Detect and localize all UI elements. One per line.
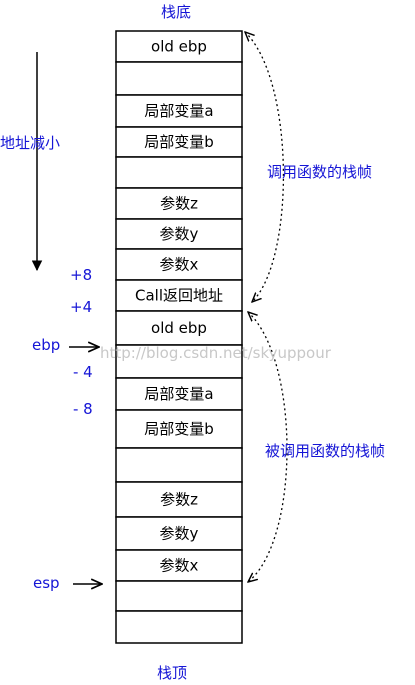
stack-cell-label: 参数z [160,491,198,509]
direction-label: 地址减小 [0,134,60,152]
caller-frame-bracket [245,32,285,302]
stack-cell [115,30,243,63]
stack-cell [115,310,243,346]
stack-cell-label: old ebp [151,38,207,56]
offset-minus4: - 4 [73,363,93,381]
esp-label: esp [33,574,60,592]
stack-cell-label: old ebp [151,319,207,337]
stack-top-label: 栈顶 [157,664,187,682]
callee-frame-bracket [248,312,288,582]
stack-cell-label: 局部变量a [144,385,213,403]
stack-cell [115,156,243,189]
stack-cell-label: 局部变量b [144,420,214,438]
watermark: http://blog.csdn.net/skyuppour [100,344,332,362]
stack-cell-label: Call返回地址 [135,287,223,305]
offset-plus4: +4 [70,298,92,316]
stack-cell [115,549,243,582]
callee-frame-label: 被调用函数的栈帧 [265,442,385,460]
offset-plus8: +8 [70,266,92,284]
stack-cell [115,610,243,644]
stack-cell [115,61,243,96]
stack-cell [115,580,243,612]
stack-cell-label: 参数y [160,525,199,543]
stack-cell-label: 局部变量b [144,133,214,151]
stack-cell [115,481,243,518]
stack-cell [115,94,243,128]
stack-cell-label: 参数x [160,557,199,575]
stack-cell-label: 局部变量a [144,102,213,120]
stack-cell [115,409,243,449]
stack-cell [115,248,243,281]
stack-cell-label: 参数y [160,225,199,243]
stack-cell-label: 参数x [160,256,199,274]
ebp-label: ebp [32,336,60,354]
stack-bottom-label: 栈底 [161,3,191,21]
stack-cell [115,447,243,483]
stack-cell-label: 参数z [160,195,198,213]
stack-cell [115,377,243,411]
stack-cell [115,187,243,220]
caller-frame-label: 调用函数的栈帧 [267,163,372,181]
offset-minus8: - 8 [73,400,93,418]
